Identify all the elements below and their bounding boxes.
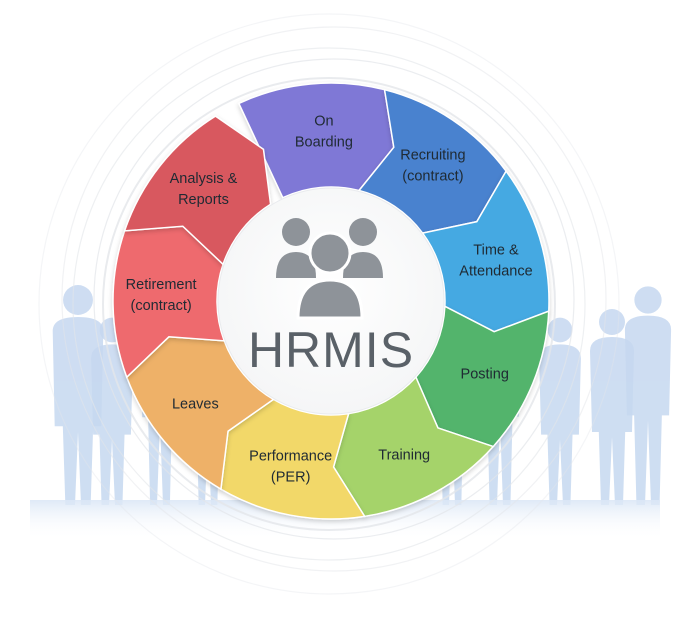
people-group-icon bbox=[276, 218, 383, 320]
label-line: On bbox=[314, 114, 333, 130]
ring-line bbox=[38, 13, 620, 595]
label-line: Performance bbox=[249, 449, 332, 465]
label-line: (contract) bbox=[402, 168, 463, 184]
label-line: Retirement bbox=[126, 277, 197, 293]
person-silhouette bbox=[539, 317, 581, 505]
label-time: Time & Attendance bbox=[459, 243, 532, 280]
ring-line bbox=[102, 77, 556, 531]
center-title: HRMIS bbox=[248, 322, 414, 378]
ring-line bbox=[72, 47, 586, 561]
person-silhouette bbox=[624, 286, 672, 505]
label-line: Boarding bbox=[295, 135, 353, 151]
label-line: Training bbox=[378, 447, 430, 463]
label-line: Analysis & bbox=[170, 171, 238, 187]
ring-line bbox=[93, 58, 575, 540]
label-line: (contract) bbox=[130, 298, 191, 314]
label-line: Leaves bbox=[172, 396, 219, 412]
segment-analysis bbox=[123, 115, 272, 266]
label-line: Reports bbox=[178, 192, 229, 208]
label-retirement: Retirement (contract) bbox=[126, 277, 197, 314]
label-line: (PER) bbox=[271, 470, 310, 486]
label-analysis: Analysis & Reports bbox=[170, 171, 238, 208]
person-silhouette bbox=[52, 285, 104, 505]
label-posting: Posting bbox=[461, 367, 509, 383]
label-line: Posting bbox=[461, 367, 509, 383]
label-line: Time & bbox=[473, 243, 519, 259]
label-training: Training bbox=[378, 447, 430, 463]
cycle-ring bbox=[112, 82, 550, 520]
label-leaves: Leaves bbox=[172, 396, 219, 412]
label-performance: Performance (PER) bbox=[249, 449, 332, 486]
decorative-rings bbox=[38, 13, 620, 595]
ring-line bbox=[61, 26, 607, 572]
label-line: Recruiting bbox=[400, 147, 465, 163]
label-recruiting: Recruiting (contract) bbox=[400, 147, 465, 184]
label-line: Attendance bbox=[459, 264, 532, 280]
